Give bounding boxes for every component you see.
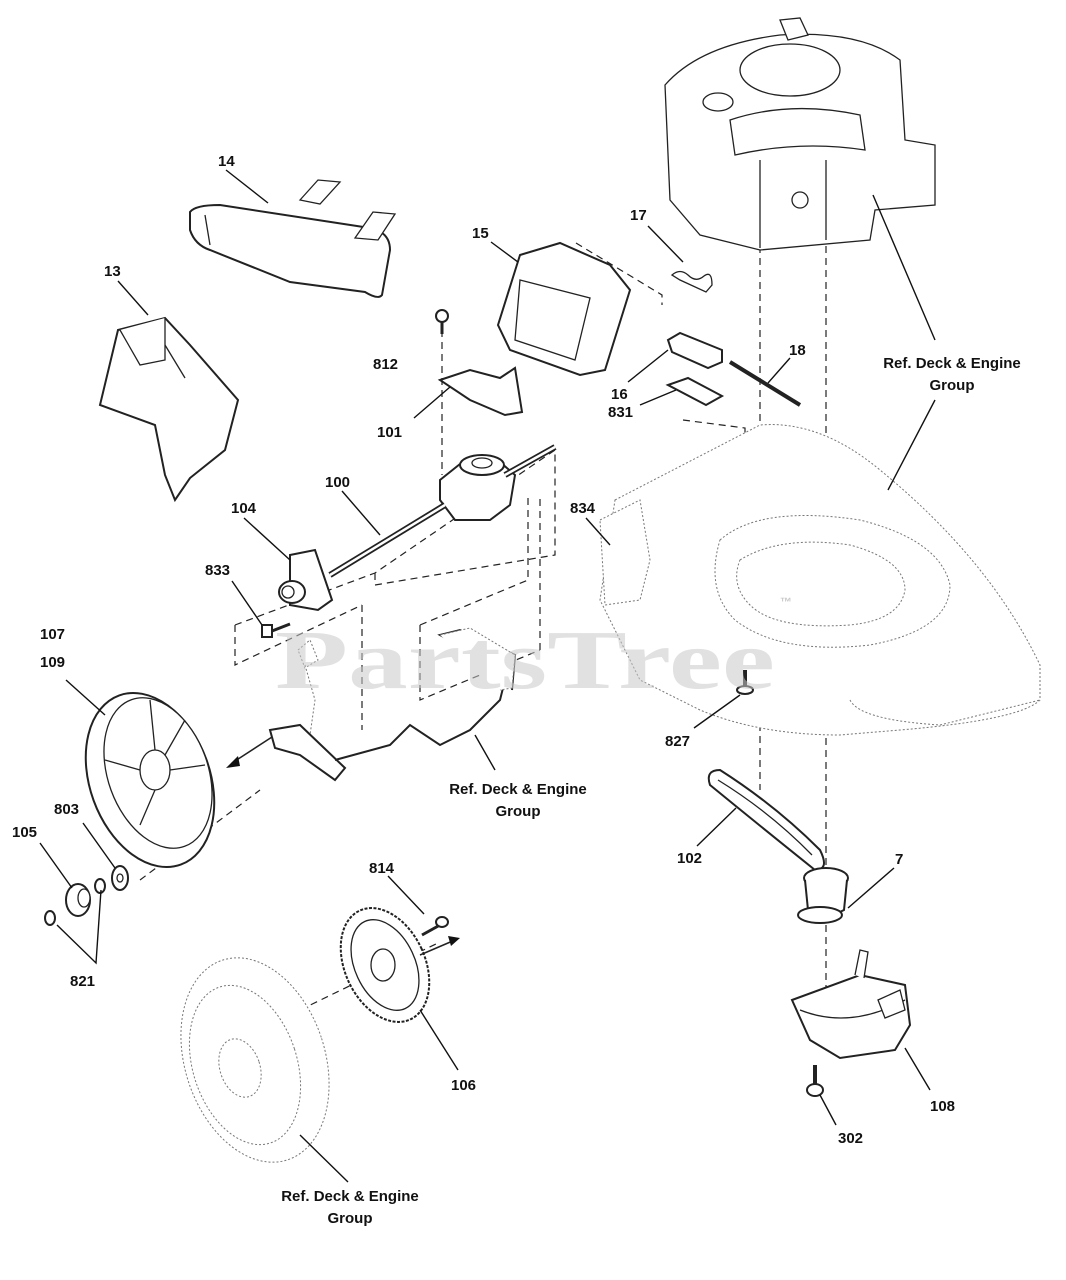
label-18: 18 [789,342,806,359]
part-812-screw [435,309,449,334]
part-814-screw [421,916,449,937]
part-803-washer [111,865,129,891]
label-108: 108 [930,1098,955,1115]
label-101: 101 [377,424,402,441]
part-109-hub-cover [84,691,216,869]
part-102-belt [707,768,825,872]
label-834: 834 [570,500,596,517]
label-13: 13 [104,263,121,280]
label-16: 16 [611,386,628,403]
part-302-bolt [806,1065,824,1097]
ref-top-right-line1: Ref. Deck & Engine [883,355,1021,372]
ref-middle-line2: Group [496,803,541,820]
mower-deck [599,424,1041,736]
part-831-plate [665,376,725,407]
label-7: 7 [895,851,903,868]
part-13-mulch-plug [98,316,240,503]
part-833-bolt [261,622,291,638]
part-18-rod [728,360,802,407]
ref-top-right-line2: Group [930,377,975,394]
label-831: 831 [608,404,633,421]
label-15: 15 [472,225,489,242]
label-14: 14 [218,153,235,170]
ref-bottom-line1: Ref. Deck & Engine [281,1188,419,1205]
watermark: PartsTree [275,614,775,707]
engine [664,17,936,251]
part-108-belt-guard [790,949,912,1060]
wheel [180,957,330,1163]
label-109: 109 [40,654,65,671]
ref-middle-line1: Ref. Deck & Engine [449,781,587,798]
part-104-bearing [278,548,334,612]
part-106-wheel-gear [339,907,460,1023]
reference-labels: Ref. Deck & Engine Group Ref. Deck & Eng… [281,355,1021,1227]
label-107: 107 [40,626,65,643]
part-15-cover [496,241,632,377]
label-17: 17 [630,207,647,224]
label-100: 100 [325,474,350,491]
ref-bottom-line2: Group [328,1210,373,1227]
label-302: 302 [838,1130,863,1147]
part-100-transmission [328,444,557,578]
part-14-rear-flap [189,179,397,298]
part-7-pulley [797,867,849,924]
label-827: 827 [665,733,690,750]
label-821: 821 [70,973,95,990]
label-803: 803 [54,801,79,818]
part-105-pinion [65,883,91,917]
label-833: 833 [205,562,230,579]
part-827-bolt [736,670,754,695]
part-17-spring [670,270,713,293]
part-16-bracket [666,331,723,370]
leader-lines [39,169,936,1183]
part-821-clips [44,878,106,926]
label-102: 102 [677,850,702,867]
label-812: 812 [373,356,398,373]
part-labels: 14 13 15 17 18 16 831 812 101 104 100 83… [12,153,955,1147]
label-104: 104 [231,500,257,517]
part-101-bracket [437,366,524,417]
watermark-trademark: ™ [780,595,792,609]
label-105: 105 [12,824,37,841]
label-106: 106 [451,1077,476,1094]
label-814: 814 [369,860,395,877]
drive-lever-assembly [226,627,517,782]
